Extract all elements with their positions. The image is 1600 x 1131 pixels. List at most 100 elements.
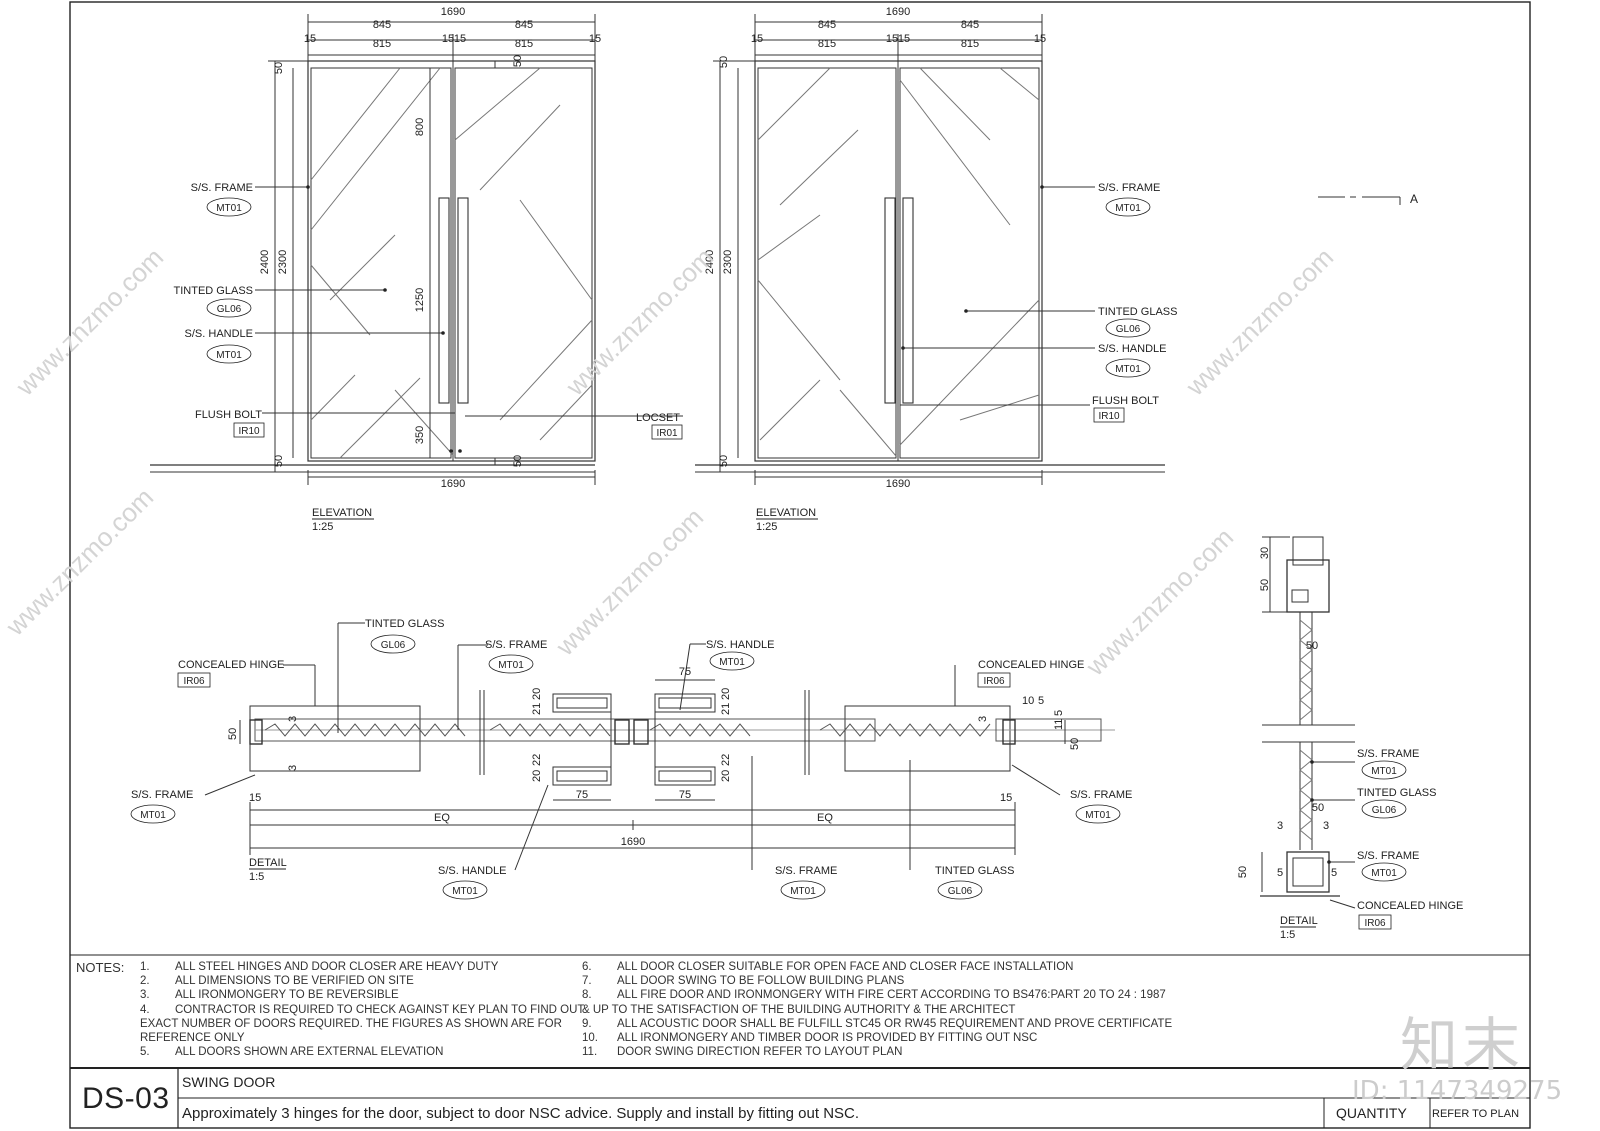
note-text: ALL IRONMONGERY TO BE REVERSIBLE — [175, 989, 399, 1002]
dim-height-overall-l: 2400 — [259, 250, 271, 274]
dim-thick-p: 50 — [227, 728, 239, 740]
note-number: 10. — [582, 1032, 598, 1044]
note-number: 5. — [140, 1046, 150, 1059]
dim-h22a-p: 22 — [531, 754, 543, 766]
note-text: CONTRACTOR IS REQUIRED TO CHECK AGAINST … — [175, 1003, 585, 1016]
dim-75b-p: 75 — [679, 666, 691, 678]
label-glass-top-p: TINTED GLASS — [365, 618, 444, 630]
dim-75c-p: 75 — [679, 789, 691, 801]
dim-overall-bottom-r: 1690 — [886, 478, 910, 490]
dim-handle-length-l: 1250 — [414, 288, 426, 312]
dim-50c-s: 50 — [1312, 802, 1324, 814]
label-glass-r: TINTED GLASS — [1098, 306, 1177, 318]
dim-3a-s: 3 — [1277, 820, 1283, 832]
dim-edge-l-r: 15 — [751, 33, 763, 45]
dim-h21b-p: 21 — [720, 703, 732, 715]
dim-glass-left-r: 815 — [818, 38, 836, 50]
note-number: 3. — [140, 989, 150, 1002]
code-glass-s: GL06 — [1372, 805, 1397, 816]
dim-bottom-rail-r: 50 — [718, 455, 730, 467]
dim-leaf-left-r: 845 — [818, 19, 836, 31]
dim-30-s: 30 — [1259, 547, 1271, 559]
note-text: ALL DOOR SWING TO BE FOLLOW BUILDING PLA… — [617, 975, 905, 988]
code-frame-b-s: MT01 — [1371, 868, 1397, 879]
dim-top-rail-l: 50 — [273, 62, 285, 74]
note-text: ALL IRONMONGERY AND TIMBER DOOR IS PROVI… — [617, 1032, 1038, 1044]
left-elevation — [150, 14, 683, 485]
dim-h20c-p: 20 — [720, 688, 732, 700]
code-bolt-l: IR10 — [238, 426, 260, 437]
dim-overall-bottom-l: 1690 — [441, 478, 465, 490]
sheet-border — [69, 1, 1531, 1129]
note-text: EXACT NUMBER OF DOORS REQUIRED. THE FIGU… — [140, 1017, 562, 1030]
note-number: 11. — [582, 1046, 598, 1059]
dim-glass-right-l: 815 — [515, 38, 533, 50]
note-number: 8. — [582, 989, 592, 1002]
watermark-brand: 知末 — [1400, 1011, 1525, 1079]
dim-mid-a-l: 15 — [442, 33, 454, 45]
note-number: 9. — [582, 1017, 592, 1030]
dim-edge-r-l: 15 — [589, 33, 601, 45]
label-lock-l: LOCSET — [636, 412, 680, 424]
scale-detail-p: 1:5 — [249, 871, 264, 883]
dim-handle-top-l: 800 — [414, 118, 426, 136]
plan-detail — [204, 622, 1115, 871]
dim-gap-top-p: 3 — [287, 716, 299, 722]
code-glass-top-p: GL06 — [381, 640, 406, 651]
dim-bottom-rail-l: 50 — [273, 455, 285, 467]
dim-overall-top-l: 1690 — [441, 6, 465, 18]
note-text: ALL FIRE DOOR AND IRONMONGERY WITH FIRE … — [617, 989, 1166, 1002]
scale-detail-s: 1:5 — [1280, 929, 1295, 941]
section-detail — [1260, 536, 1356, 909]
code-frame-r: MT01 — [1115, 203, 1141, 214]
note-text: DOOR SWING DIRECTION REFER TO LAYOUT PLA… — [617, 1046, 903, 1059]
quantity-value: REFER TO PLAN — [1432, 1108, 1520, 1120]
note-number: 2. — [140, 975, 150, 988]
note-text: & UP TO THE SATISFACTION OF THE BUILDING… — [582, 1003, 1016, 1016]
notes-label: NOTES: — [76, 960, 125, 975]
code-lock-l: IR01 — [656, 428, 678, 439]
code-glass-bottom-p: GL06 — [948, 886, 973, 897]
note-text: REFERENCE ONLY — [140, 1032, 245, 1044]
code-hinge-left-p: IR06 — [183, 676, 205, 687]
code-glass-r: GL06 — [1116, 324, 1141, 335]
label-handle-bottom-p: S/S. HANDLE — [438, 865, 506, 877]
dim-height-leaf-r: 2300 — [722, 250, 734, 274]
dim-eq-left-p: EQ — [434, 812, 450, 824]
code-glass-l: GL06 — [217, 304, 242, 315]
label-glass-l: TINTED GLASS — [174, 285, 253, 297]
code-handle-bottom-p: MT01 — [452, 886, 478, 897]
sheet-description: Approximately 3 hinges for the door, sub… — [182, 1105, 860, 1122]
watermark-id: ID: 1147349275 — [1352, 1076, 1563, 1106]
dim-r5b-p: 5 — [1053, 710, 1065, 716]
right-elevation — [695, 14, 1401, 485]
dim-top-rail-r-l: 50 — [512, 55, 524, 67]
code-handle-top-p: MT01 — [719, 657, 745, 668]
label-handle-r: S/S. HANDLE — [1098, 343, 1166, 355]
code-handle-r: MT01 — [1115, 364, 1141, 375]
label-handle-l: S/S. HANDLE — [185, 328, 253, 340]
dim-50b-s: 50 — [1306, 640, 1318, 652]
dim-r11-p: 11 — [1053, 719, 1065, 730]
dim-mid-b-l: 15 — [454, 33, 466, 45]
note-text: ALL STEEL HINGES AND DOOR CLOSER ARE HEA… — [175, 961, 499, 973]
label-hinge-s: CONCEALED HINGE — [1357, 900, 1463, 912]
dim-height-overall-r: 2400 — [704, 250, 716, 274]
dim-5a-s: 5 — [1277, 867, 1283, 879]
dim-h20a-p: 20 — [531, 688, 543, 700]
label-bolt-r: FLUSH BOLT — [1092, 395, 1159, 407]
section-marker-a: A — [1410, 192, 1418, 206]
scale-elevation-r: 1:25 — [756, 521, 777, 533]
dim-gap-bot-p: 3 — [287, 765, 299, 771]
label-bolt-l: FLUSH BOLT — [195, 409, 262, 421]
dim-top-rail-r: 50 — [718, 56, 730, 68]
label-frame-l: S/S. FRAME — [191, 182, 253, 194]
sheet-title: SWING DOOR — [182, 1074, 276, 1090]
code-bolt-r: IR10 — [1098, 411, 1120, 422]
sheet-code: DS-03 — [82, 1082, 170, 1115]
dim-h20b-p: 20 — [531, 770, 543, 782]
note-text: ALL ACOUSTIC DOOR SHALL BE FULFILL STC45… — [617, 1017, 1173, 1030]
note-text: ALL DIMENSIONS TO BE VERIFIED ON SITE — [175, 975, 414, 988]
code-frame-l: MT01 — [216, 203, 242, 214]
